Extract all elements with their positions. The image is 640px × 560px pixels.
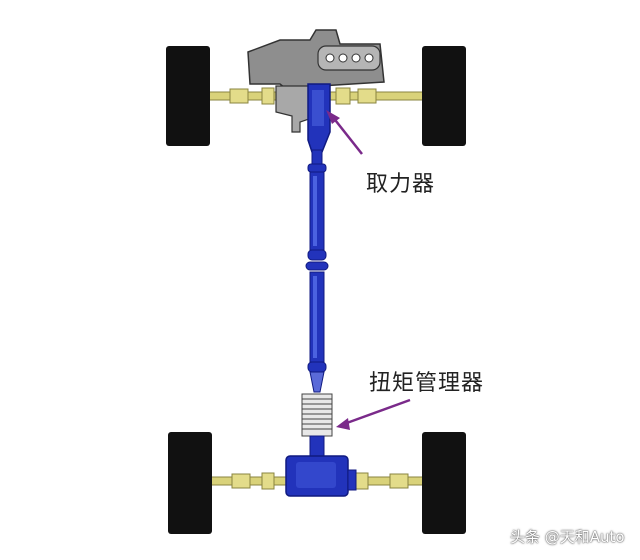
rear-differential — [285, 455, 357, 497]
torque-manager — [301, 393, 333, 457]
rear-left-tire — [168, 432, 212, 534]
power-take-off — [307, 83, 331, 153]
front-left-tire — [166, 46, 210, 146]
torque-manager-label: 扭矩管理器 — [369, 371, 485, 396]
drive-shaft — [305, 149, 329, 393]
torque-manager-arrow — [336, 398, 411, 430]
rear-right-tire — [422, 432, 466, 534]
pto-label: 取力器 — [366, 172, 436, 197]
front-right-tire — [422, 46, 466, 146]
engine-block — [247, 29, 385, 133]
watermark: 头条 @天和Auto — [510, 528, 625, 546]
pto-arrow — [326, 110, 363, 155]
